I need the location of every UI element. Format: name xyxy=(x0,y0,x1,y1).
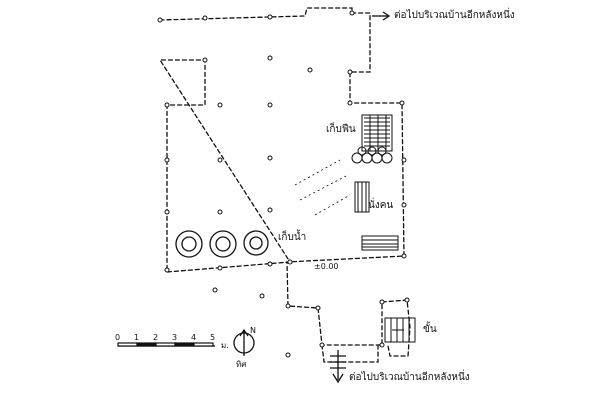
column-post xyxy=(267,102,273,108)
column-post xyxy=(285,303,291,309)
bench xyxy=(361,235,399,251)
column-post xyxy=(164,157,170,163)
column-post xyxy=(217,157,223,163)
column-post xyxy=(267,14,273,20)
scale-tick: 3 xyxy=(172,333,178,342)
sleeping-platform xyxy=(354,181,370,213)
roof-edge-line xyxy=(294,159,341,186)
column-post xyxy=(164,102,170,108)
column-post xyxy=(401,253,407,259)
column-post xyxy=(315,305,321,311)
exit-label-bottom: ต่อไปบริเวณบ้านอีกหลังหนึ่ง xyxy=(349,372,470,383)
scale-tick: 5 xyxy=(210,333,216,342)
column-post xyxy=(285,352,291,358)
exit-label-top: ต่อไปบริเวณบ้านอีกหลังหนึ่ง xyxy=(394,10,515,21)
column-post xyxy=(202,57,208,63)
column-post xyxy=(347,100,353,106)
column-post xyxy=(217,209,223,215)
firewood-stack xyxy=(351,114,393,164)
roof-edge-line xyxy=(299,174,349,201)
column-post xyxy=(202,15,208,21)
column-post xyxy=(217,102,223,108)
stairs-label: ขั้น xyxy=(423,324,437,335)
firewood-store-label: เก็บฟืน xyxy=(326,124,356,135)
column-post xyxy=(267,261,273,267)
column-post xyxy=(347,69,353,75)
column-post xyxy=(379,342,385,348)
stairs xyxy=(384,317,416,343)
column-post xyxy=(217,265,223,271)
scale-tick: 4 xyxy=(191,333,197,342)
scale-unit-label: ม. xyxy=(221,341,229,350)
column-post xyxy=(164,209,170,215)
water-jar xyxy=(175,230,203,258)
floor-level-label: ±0.00 xyxy=(314,262,339,271)
roof-edge-line xyxy=(314,194,351,216)
column-post xyxy=(267,55,273,61)
building-outline xyxy=(158,7,411,363)
bedroom-label: นั่งคน xyxy=(368,200,394,211)
north-label: N xyxy=(250,326,256,335)
scale-bar xyxy=(117,342,215,347)
scale-tick: 1 xyxy=(134,333,140,342)
column-post xyxy=(401,202,407,208)
water-store-label: เก็บน้ำ xyxy=(278,232,307,243)
column-post xyxy=(401,157,407,163)
scale-tick: 2 xyxy=(153,333,159,342)
column-post xyxy=(267,207,273,213)
entry-arrow-icon xyxy=(330,350,346,384)
column-post xyxy=(287,259,293,265)
exit-arrow-icon xyxy=(372,11,391,21)
column-post xyxy=(267,155,273,161)
column-post xyxy=(259,293,265,299)
north-arrow-icon xyxy=(233,328,255,356)
column-post xyxy=(399,100,405,106)
north-sub-label: ทิศ xyxy=(236,360,247,369)
column-post xyxy=(212,287,218,293)
water-jar xyxy=(243,230,269,256)
column-post xyxy=(349,10,355,16)
column-post xyxy=(379,299,385,305)
scale-tick: 0 xyxy=(115,333,121,342)
column-post xyxy=(404,297,410,303)
column-post xyxy=(164,267,170,273)
column-post xyxy=(157,17,163,23)
column-post xyxy=(307,67,313,73)
water-jar xyxy=(209,230,237,258)
column-post xyxy=(319,342,325,348)
